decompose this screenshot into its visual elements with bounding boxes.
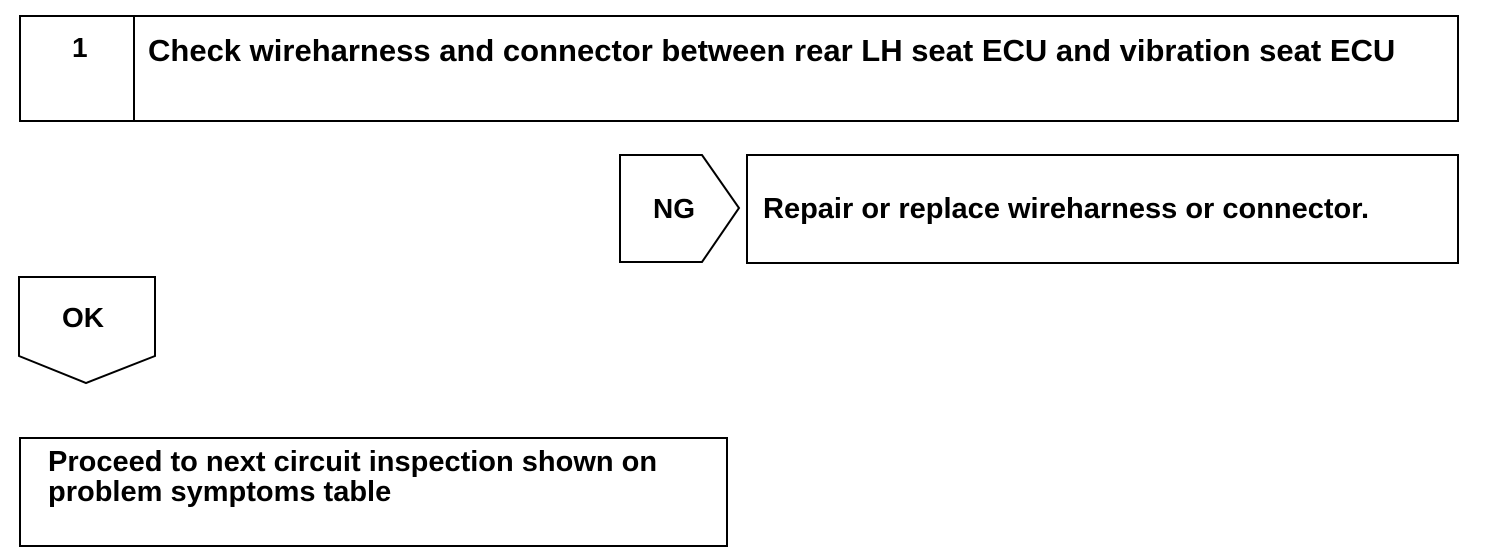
ng-arrow-shape [619, 154, 741, 263]
step-divider [133, 15, 135, 122]
ok-label: OK [62, 302, 104, 333]
ok-action-box [19, 437, 728, 547]
step-number: 1 [72, 32, 88, 63]
ok-action-text: Proceed to next circuit inspection shown… [48, 446, 658, 508]
ok-arrow-shape [18, 276, 156, 385]
ng-action-text: Repair or replace wireharness or connect… [763, 193, 1370, 225]
ng-label: NG [653, 193, 695, 224]
ng-action-box [746, 154, 1459, 264]
step-box [19, 15, 1459, 122]
step-title: Check wireharness and connector between … [148, 33, 1396, 68]
